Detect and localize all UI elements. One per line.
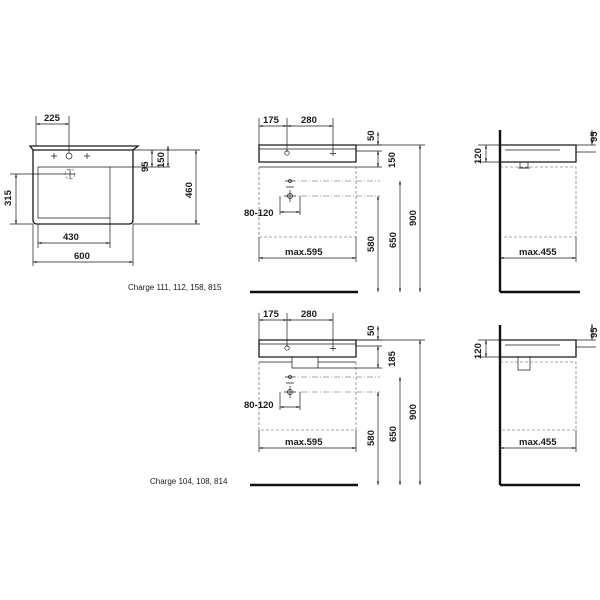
side-b-siphon [517,357,531,371]
front-b-dim-900: 900 [408,404,419,420]
top-view-basin-outline [28,145,140,225]
front-b-dim-185: 185 [387,350,398,367]
top-view: 225 315 95 150 460 430 600 [3,113,200,266]
front-view-a: 175 280 50 150 80-120 580 650 [128,115,425,294]
front-a-dim-80-120: 80-120 [244,208,274,219]
side-a-dim-120: 120 [473,148,484,164]
side-a-dim-95: 95 [589,131,600,142]
tap-hole [65,152,73,160]
side-a-basin [500,144,577,163]
front-a-dim-580: 580 [366,236,377,252]
drain-cross [65,169,75,179]
top-dim-225: 225 [44,113,61,124]
front-a-dim-50: 50 [366,130,377,141]
front-b-dim-50: 50 [366,325,377,336]
top-view-bowl [37,166,111,219]
top-dim-430: 430 [63,232,79,243]
top-dim-460: 460 [184,182,195,198]
front-b-cabinet [258,362,357,431]
top-dim-600: 600 [74,251,90,262]
top-dim-150: 150 [156,152,167,168]
front-a-dim-175: 175 [263,115,280,126]
front-b-dim-650: 650 [388,426,399,442]
front-b-siphon [291,357,319,369]
front-b-dim-580: 580 [366,430,377,446]
front-b-dim-80-120: 80-120 [244,400,274,411]
front-a-caption: Charge 111, 112, 158, 815 [128,283,222,292]
front-a-dim-900: 900 [408,210,419,226]
front-b-dim-max595: max.595 [285,437,323,448]
side-b-cabinet [500,361,577,431]
front-view-b: 175 280 50 185 80-120 580 650 [150,309,425,487]
front-a-dim-280: 280 [301,115,317,126]
front-a-basin [258,144,357,163]
front-a-dim-650: 650 [388,232,399,248]
front-b-caption: Charge 104, 108, 814 [150,477,228,486]
tap-hole-markers [51,153,90,159]
side-b-basin [500,339,577,358]
top-dim-315: 315 [3,189,14,206]
side-b-dim-120: 120 [473,343,484,359]
top-dim-95: 95 [140,161,151,172]
front-a-cabinet [258,167,357,238]
front-b-dim-175: 175 [263,309,280,320]
front-b-dim-280: 280 [301,309,317,320]
front-a-dim-150: 150 [387,152,398,168]
front-a-dim-max595: max.595 [285,247,323,258]
side-a-cabinet [500,166,577,238]
side-b-dim-max455: max.455 [519,437,557,448]
side-view-b: 120 95 max.455 [473,324,600,487]
side-a-dim-max455: max.455 [519,247,557,258]
side-view-a: 120 95 max.455 [473,130,600,294]
front-b-basin [258,339,357,358]
side-b-dim-95: 95 [589,327,600,338]
